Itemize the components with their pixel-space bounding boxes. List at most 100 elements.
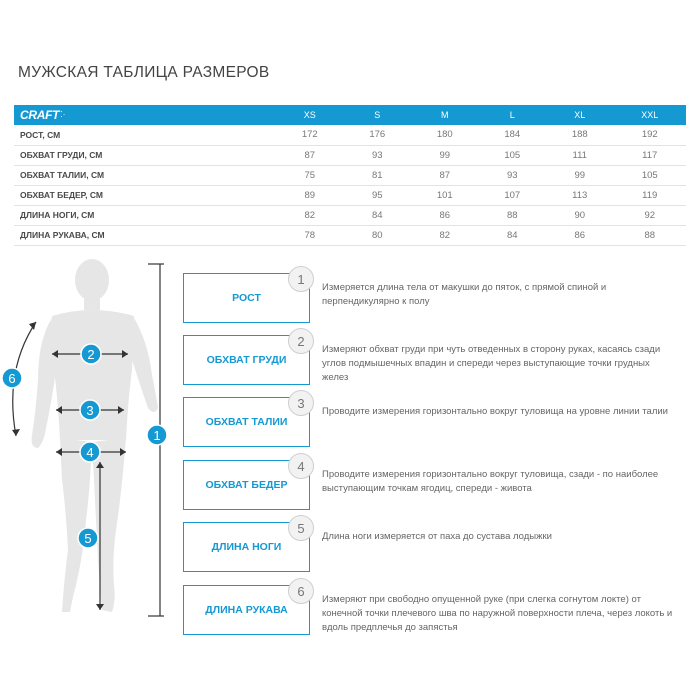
measurement-description: Измеряют при свободно опущенной руке (пр… [322,594,673,633]
page-title: МУЖСКАЯ ТАБЛИЦА РАЗМЕРОВ [18,64,270,81]
table-cell: 105 [641,169,658,181]
measurement-label: ДЛИНА РУКАВА [205,604,288,616]
measurement-label: ОБХВАТ ТАЛИИ [205,416,288,428]
table-cell: 180 [436,129,453,141]
row-label: РОСТ, СМ [20,129,61,140]
marker-6-label: 6 [8,371,15,386]
marker-3-label: 3 [86,403,93,418]
measurement-label: РОСТ [232,292,261,304]
table-cell: 81 [371,169,383,181]
row-label: ДЛИНА НОГИ, СМ [20,210,95,220]
table-cell: 82 [439,229,451,241]
measurement-label-box: ДЛИНА РУКАВА [183,585,310,635]
row-label: ОБХВАТ ГРУДИ, СМ [20,150,103,160]
table-row: РОСТ, СМ 172 176 180 184 188 192 [14,125,686,145]
column-header: L [509,110,515,120]
measurement-description: Длина ноги измеряется от паха до сустава… [322,531,552,542]
table-cell: 95 [371,189,383,201]
table-cell: 89 [304,189,316,201]
table-cell: 92 [644,209,656,221]
measurement-label-box: ДЛИНА НОГИ [183,522,310,572]
column-header: XS [303,110,316,120]
table-cell: 93 [506,169,518,181]
table-cell: 192 [641,129,658,141]
table-cell: 93 [371,149,383,161]
marker-5: 5 [77,527,99,549]
marker-3: 3 [79,399,101,421]
table-cell: 111 [572,149,587,161]
measurement-description: Измеряется длина тела от макушки до пято… [322,282,607,307]
brand-name: CRAFT [20,108,60,122]
table-row: ОБХВАТ ГРУДИ, СМ 87 93 99 105 111 117 [14,145,686,165]
measurement-row: ОБХВАТ ТАЛИИ 3 Проводите измерения гориз… [183,390,683,447]
table-cell: 113 [572,189,588,201]
column-header: S [374,110,381,120]
measurement-number-badge: 1 [288,266,314,292]
table-cell: 88 [644,229,656,241]
table-cell: 105 [504,149,521,161]
table-cell: 75 [304,169,316,181]
row-label: ДЛИНА РУКАВА, СМ [20,230,105,240]
table-cell: 101 [436,189,453,201]
table-cell: 99 [439,149,451,161]
measurement-number-badge: 6 [288,578,314,604]
measurement-description: Измеряют обхват груди при чуть отведенны… [322,344,661,383]
silhouette [31,259,158,612]
table-cell: 84 [506,229,518,241]
marker-2: 2 [80,343,102,365]
table-cell: 80 [371,229,383,241]
table-cell: 172 [301,129,318,141]
table-cell: 188 [571,129,588,141]
size-table: CRAFT⁚· XS S M L XL XXL РОСТ, СМ 172 176… [14,105,686,246]
column-header: XL [574,110,586,120]
measurement-row: ОБХВАТ ГРУДИ 2 Измеряют обхват груди при… [183,328,683,385]
marker-1-label: 1 [153,428,160,443]
measurement-number-badge: 4 [288,453,314,479]
body-figure: 1 2 3 4 5 6 [1,259,168,617]
measurement-row: РОСТ 1 Измеряется длина тела от макушки … [183,266,683,323]
column-header: XXL [641,110,659,120]
size-table-header: CRAFT⁚· XS S M L XL XXL [14,105,686,125]
table-cell: 119 [642,189,658,201]
table-cell: 82 [304,209,316,221]
table-row: ОБХВАТ БЕДЕР, СМ 89 95 101 107 113 119 [14,185,686,205]
table-cell: 86 [439,209,451,221]
table-cell: 87 [439,169,451,181]
measurement-row: ДЛИНА НОГИ 5 Длина ноги измеряется от па… [183,515,683,572]
measurement-description: Проводите измерения горизонтально вокруг… [322,406,668,417]
measurement-number-badge: 5 [288,515,314,541]
table-cell: 90 [574,209,586,221]
measurement-label-box: РОСТ [183,273,310,323]
marker-4: 4 [79,441,101,463]
measurement-number-badge: 3 [288,390,314,416]
table-cell: 78 [304,229,316,241]
marker-2-label: 2 [87,347,94,362]
table-cell: 88 [506,209,518,221]
measurement-label: ОБХВАТ ГРУДИ [206,354,287,366]
marker-5-label: 5 [84,531,91,546]
marker-6: 6 [1,367,23,389]
measurement-description: Проводите измерения горизонтально вокруг… [322,469,659,494]
table-row: ДЛИНА РУКАВА, СМ 78 80 82 84 86 88 [14,225,686,245]
table-cell: 184 [504,129,521,141]
table-cell: 86 [574,229,586,241]
table-row: ДЛИНА НОГИ, СМ 82 84 86 88 90 92 [14,205,686,225]
row-label: ОБХВАТ БЕДЕР, СМ [20,190,103,200]
measurement-label-box: ОБХВАТ БЕДЕР [183,460,310,510]
table-cell: 87 [304,149,316,161]
marker-4-label: 4 [86,445,93,460]
table-cell: 99 [574,169,586,181]
measurement-label-box: ОБХВАТ ГРУДИ [183,335,310,385]
table-cell: 84 [371,209,383,221]
table-cell: 117 [642,149,658,161]
measurement-number-badge: 2 [288,328,314,354]
logo-dots-icon: ⁚· [60,110,66,119]
column-header: M [441,110,449,120]
table-cell: 107 [504,189,521,201]
measurement-row: ДЛИНА РУКАВА 6 Измеряют при свободно опу… [183,578,683,635]
marker-1: 1 [146,424,168,446]
measurement-label: ОБХВАТ БЕДЕР [205,479,288,491]
measurement-label: ДЛИНА НОГИ [211,541,282,553]
table-cell: 176 [369,129,386,141]
measurement-label-box: ОБХВАТ ТАЛИИ [183,397,310,447]
